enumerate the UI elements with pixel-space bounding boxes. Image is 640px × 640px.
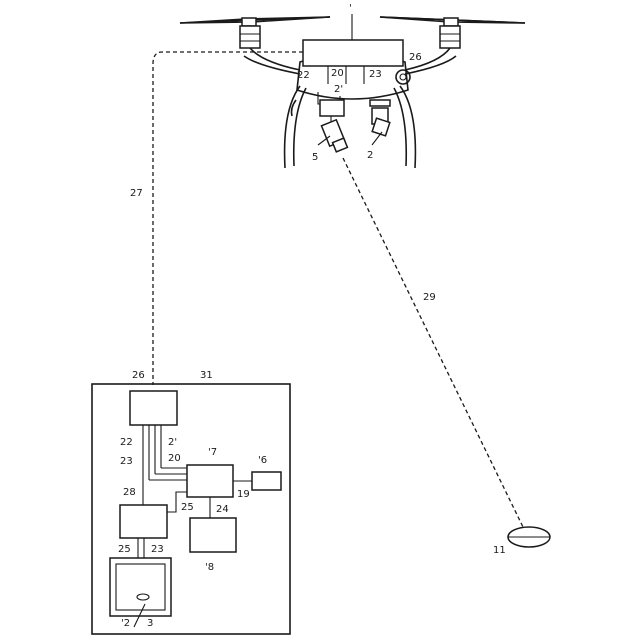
label-22-ground: 22	[120, 437, 133, 448]
label-19: 19	[237, 489, 250, 500]
label-17: '7	[208, 447, 217, 458]
label-24: 24	[216, 504, 229, 515]
landing-leg-right	[400, 86, 415, 168]
arm-left	[250, 48, 300, 70]
laser-emitter	[320, 100, 347, 152]
motor-right	[440, 26, 460, 48]
propeller-left	[180, 17, 330, 26]
target-device	[508, 527, 550, 547]
drone	[180, 14, 525, 168]
propeller-right	[380, 17, 525, 26]
label-25a: 25	[181, 502, 194, 513]
wireless-link-27	[153, 52, 303, 385]
motor-left	[240, 26, 260, 48]
label-20-drone: 20	[331, 68, 344, 79]
label-26-ground: 26	[132, 370, 145, 381]
label-12: '2	[121, 618, 130, 629]
label-26-drone: 26	[409, 52, 422, 63]
label-3: 3	[147, 618, 153, 629]
label-27: 27	[130, 188, 143, 199]
device-16	[252, 472, 281, 490]
label-11: 11	[493, 545, 506, 556]
controller-17	[187, 465, 233, 497]
label-22-drone: 22	[297, 70, 310, 81]
label-21-drone: 2'	[334, 84, 343, 95]
label-23-drone: 23	[369, 69, 382, 80]
label-18: '8	[205, 562, 214, 573]
label-28: 28	[123, 487, 136, 498]
label-23-ground: 23	[120, 456, 133, 467]
label-20-ground: 20	[168, 453, 181, 464]
display-monitor	[110, 558, 171, 616]
label-29: 29	[423, 292, 436, 303]
label-16: '6	[258, 455, 267, 466]
label-21-ground: 2'	[168, 437, 177, 448]
label-31: 31	[200, 370, 213, 381]
label-top: '	[349, 3, 352, 14]
label-25b: 25	[118, 544, 131, 555]
label-2: 2	[367, 150, 373, 161]
processor-28	[120, 505, 167, 538]
power-18	[190, 518, 236, 552]
label-23b: 23	[151, 544, 164, 555]
drone-control-unit	[303, 40, 403, 66]
label-5: 5	[312, 152, 318, 163]
landing-leg-left	[285, 86, 300, 168]
laser-beam-29	[343, 158, 523, 527]
camera	[370, 100, 390, 136]
ground-comm-unit	[130, 391, 177, 425]
